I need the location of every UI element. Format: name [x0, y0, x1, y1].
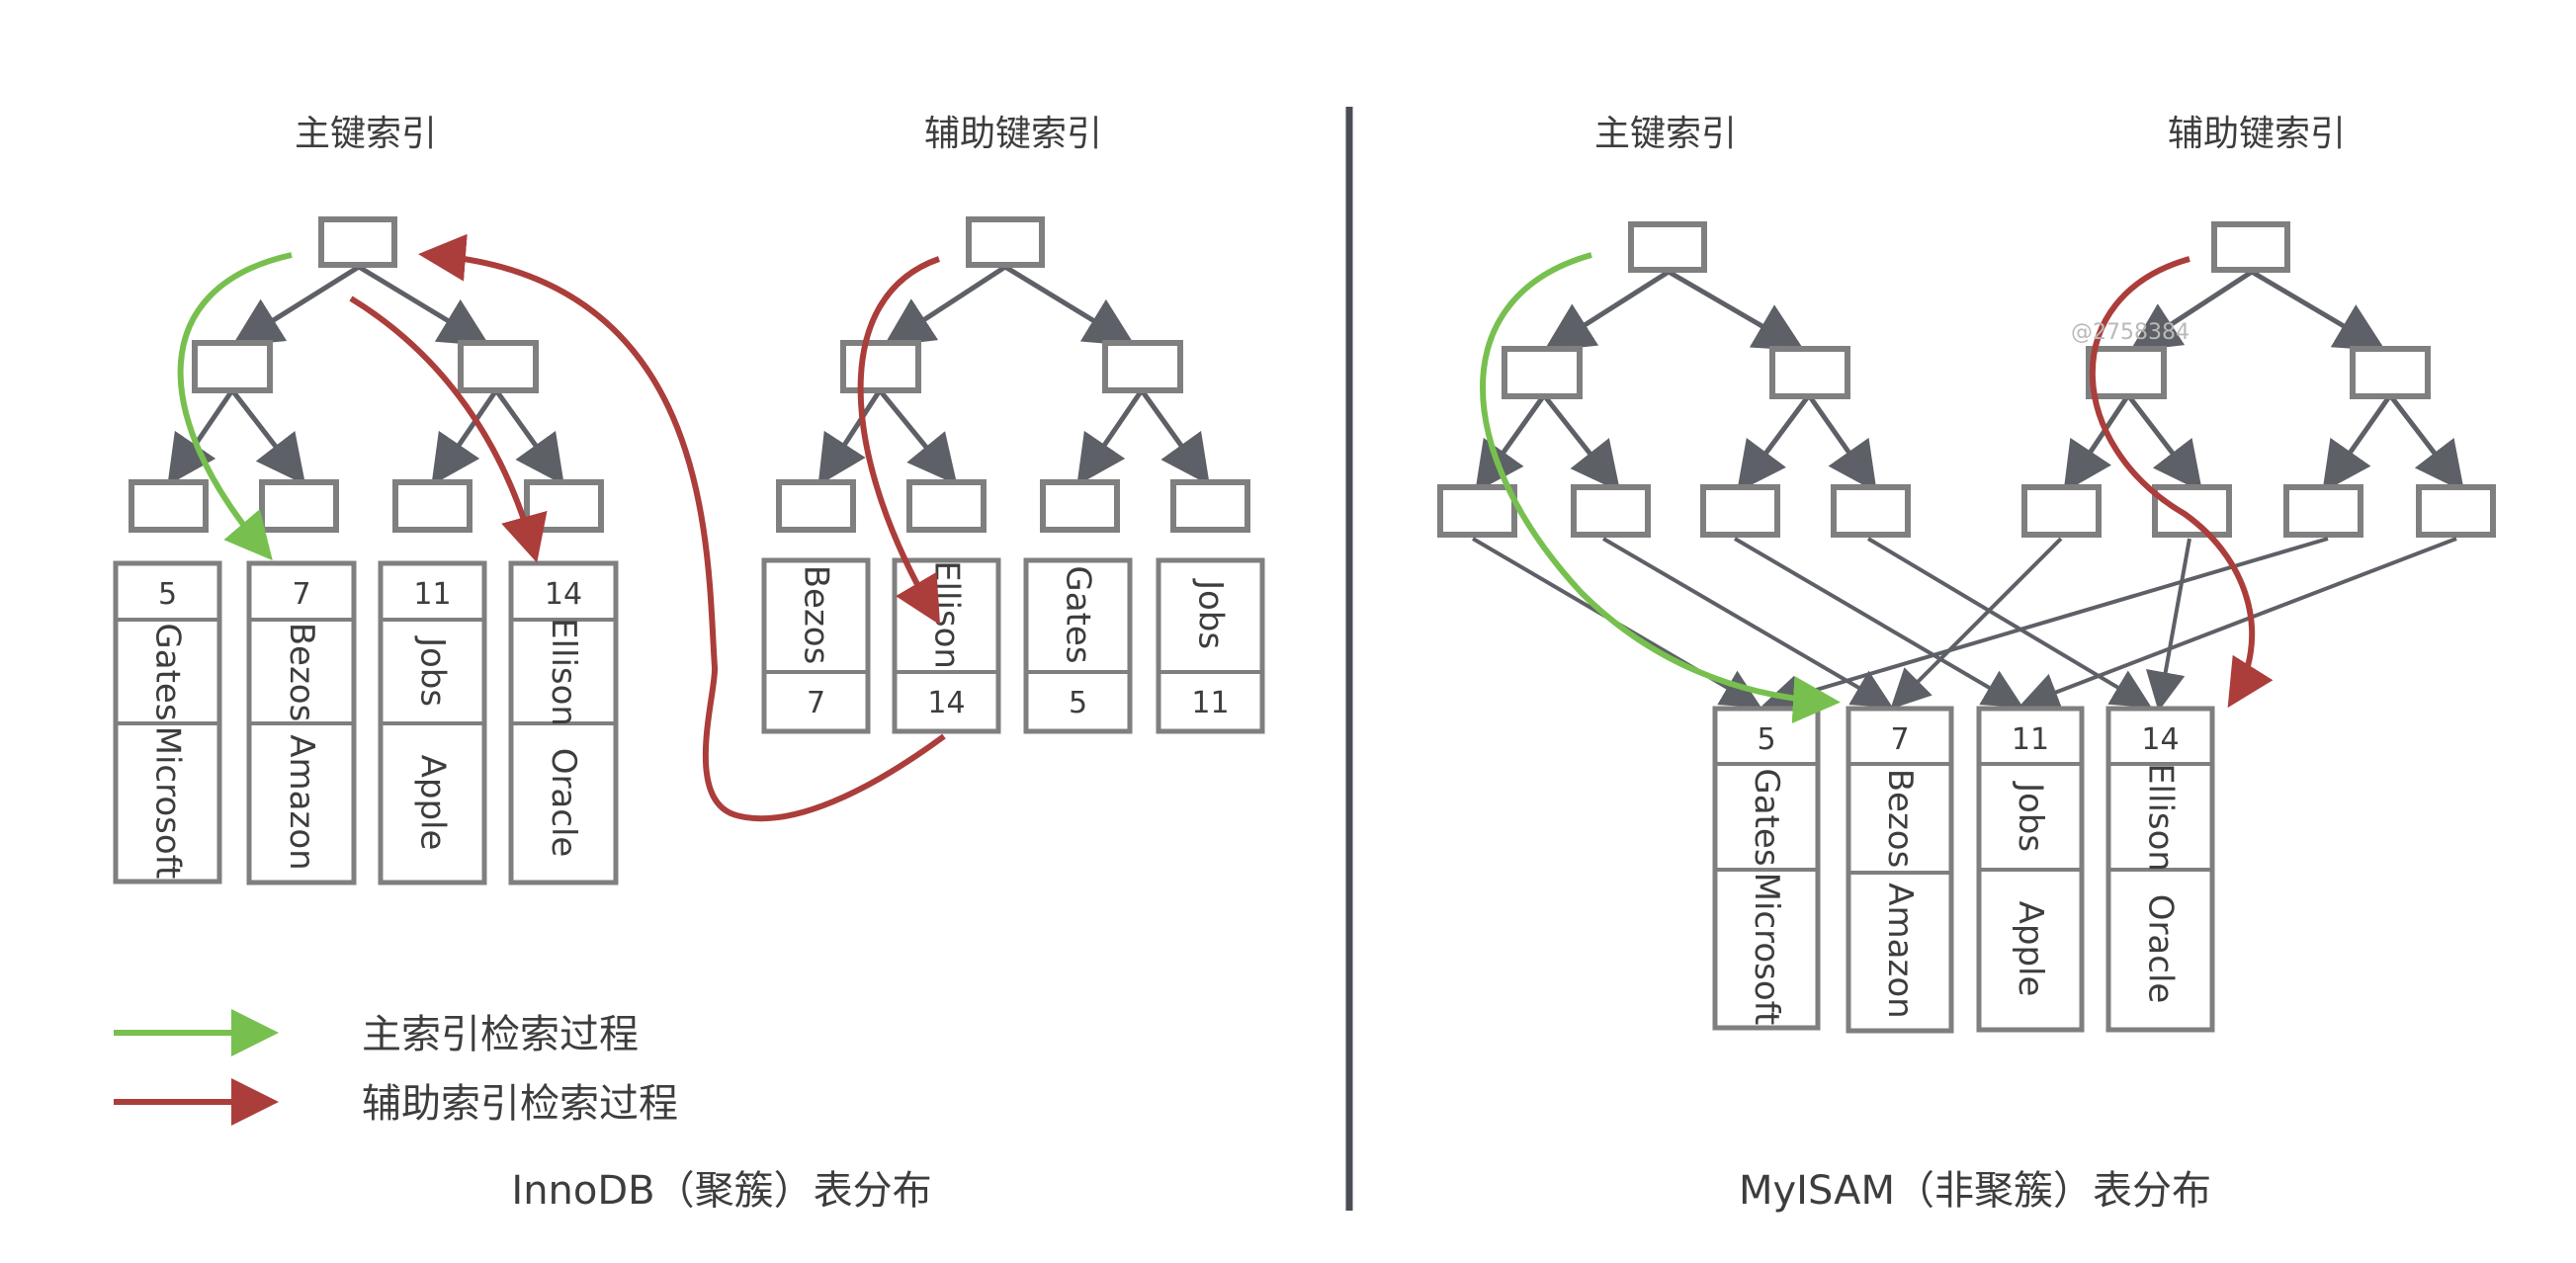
row-id: 11	[2012, 722, 2049, 757]
innodb-secondary-leaf-node	[1040, 479, 1120, 533]
myisam-primary-tree	[1475, 269, 1877, 493]
myisam-primary-nodes	[1437, 221, 1911, 538]
row-name: Jobs	[2011, 781, 2050, 852]
myisam-secondary-lookup-path	[2090, 256, 2274, 709]
innodb-secondary-inner-node	[1102, 340, 1183, 393]
record-company: Oracle	[544, 748, 583, 858]
myisam-secondary-inner-node	[2086, 346, 2167, 399]
entry-id: 7	[807, 686, 825, 720]
myisam-secondary-root-node	[2211, 221, 2290, 273]
innodb-secondary-to-primary-path	[418, 233, 946, 822]
innodb-record-14: 14 Ellison Oracle	[508, 560, 619, 885]
myisam-row-5: 5 Gates Microsoft	[1712, 706, 1821, 1031]
legend-secondary-label: 辅助索引检索过程	[362, 1081, 678, 1127]
myisam-primary-title: 主键索引	[1594, 114, 1737, 154]
entry-id: 5	[1069, 686, 1087, 720]
myisam-secondary-leaf-node	[2152, 484, 2232, 538]
watermark: @2758384	[2071, 320, 2190, 345]
myisam-secondary-inner-node	[2350, 346, 2431, 399]
myisam-primary-leaf-node	[1700, 484, 1780, 538]
innodb-primary-leaf-node	[392, 479, 472, 533]
record-name: Jobs	[413, 635, 453, 707]
innodb-primary-tree	[167, 264, 564, 486]
innodb-record-11: 11 Jobs Apple	[378, 560, 487, 885]
innodb-secondary-entry-gates: Gates 5	[1023, 557, 1133, 734]
entry-key: Jobs	[1191, 578, 1231, 649]
innodb-primary-leaf-node	[259, 479, 339, 533]
row-name: Gates	[1747, 768, 1786, 866]
row-company: Amazon	[1880, 883, 1920, 1018]
myisam-secondary-nodes	[2021, 221, 2496, 538]
myisam-primary-leaf-node	[1571, 484, 1651, 538]
innodb-record-5: 5 Gates Microsoft	[113, 560, 222, 884]
innodb-secondary-leaf-node	[906, 479, 987, 533]
innodb-primary-inner-node	[458, 340, 539, 393]
innodb-record-7: 7 Bezos Amazon	[246, 560, 357, 885]
entry-id: 14	[927, 686, 965, 720]
myisam-primary-leaf-node	[1437, 484, 1517, 538]
row-id: 7	[1890, 722, 1909, 757]
legend: 主索引检索过程 辅助索引检索过程	[114, 1009, 678, 1127]
innodb-primary-second-lookup-path	[349, 295, 548, 563]
innodb-primary-leaf-node	[524, 479, 604, 533]
myisam-secondary-leaf-node	[2283, 484, 2363, 538]
entry-key: Bezos	[797, 565, 836, 665]
record-name: Ellison	[544, 618, 583, 726]
innodb-secondary-lookup-path	[857, 256, 941, 626]
innodb-secondary-entry-jobs: Jobs 11	[1156, 557, 1265, 734]
record-id: 14	[545, 577, 582, 612]
entry-key: Gates	[1059, 565, 1098, 663]
myisam-primary-inner-node	[1502, 346, 1583, 399]
myisam-row-14: 14 Ellison Oracle	[2105, 706, 2215, 1033]
myisam-primary-inner-node	[1769, 346, 1850, 399]
myisam-row-pointers	[1471, 537, 2457, 715]
innodb-secondary-leaf-node	[1170, 479, 1250, 533]
innodb-secondary-title: 辅助键索引	[924, 114, 1102, 154]
innodb-primary-inner-node	[192, 340, 273, 393]
innodb-secondary-nodes	[776, 216, 1250, 533]
entry-id: 11	[1191, 686, 1229, 720]
innodb-primary-leaf-node	[129, 479, 209, 533]
record-name: Gates	[148, 623, 188, 720]
myisam-primary-root-node	[1628, 221, 1707, 273]
row-id: 5	[1757, 722, 1775, 757]
myisam-secondary-leaf-node	[2416, 484, 2496, 538]
record-company: Apple	[413, 755, 453, 851]
legend-primary-label: 主索引检索过程	[362, 1012, 639, 1057]
innodb-primary-nodes	[129, 216, 604, 533]
innodb-secondary-entry-ellison: Ellison 14	[892, 557, 1001, 734]
myisam-secondary-title: 辅助键索引	[2168, 114, 2346, 154]
innodb-secondary-tree	[817, 264, 1210, 486]
record-company: Microsoft	[148, 726, 188, 880]
innodb-secondary-inner-node	[840, 340, 921, 393]
record-name: Bezos	[282, 623, 321, 722]
innodb-primary-title: 主键索引	[295, 114, 437, 154]
myisam-secondary-leaf-node	[2021, 484, 2102, 538]
myisam-caption: MyISAM（非聚簇）表分布	[1739, 1168, 2211, 1214]
myisam-secondary-tree	[2063, 269, 2465, 493]
row-company: Oracle	[2141, 894, 2181, 1004]
record-id: 5	[158, 577, 177, 612]
record-company: Amazon	[282, 734, 321, 870]
record-id: 11	[413, 577, 451, 612]
myisam-primary-lookup-path	[1480, 252, 1841, 723]
myisam-row-7: 7 Bezos Amazon	[1846, 706, 1954, 1034]
row-id: 14	[2141, 722, 2179, 757]
record-id: 7	[292, 577, 310, 612]
innodb-secondary-root-node	[966, 216, 1045, 268]
row-company: Microsoft	[1747, 873, 1786, 1026]
row-company: Apple	[2011, 901, 2050, 997]
myisam-row-11: 11 Jobs Apple	[1976, 706, 2085, 1033]
innodb-secondary-entry-bezos: Bezos 7	[761, 557, 871, 734]
innodb-caption: InnoDB（聚簇）表分布	[511, 1168, 931, 1214]
innodb-primary-lookup-path	[177, 252, 293, 561]
row-name: Bezos	[1880, 769, 1920, 869]
innodb-secondary-leaf-node	[776, 479, 856, 533]
row-name: Ellison	[2141, 763, 2181, 872]
myisam-primary-leaf-node	[1831, 484, 1911, 538]
innodb-primary-root-node	[318, 216, 397, 268]
